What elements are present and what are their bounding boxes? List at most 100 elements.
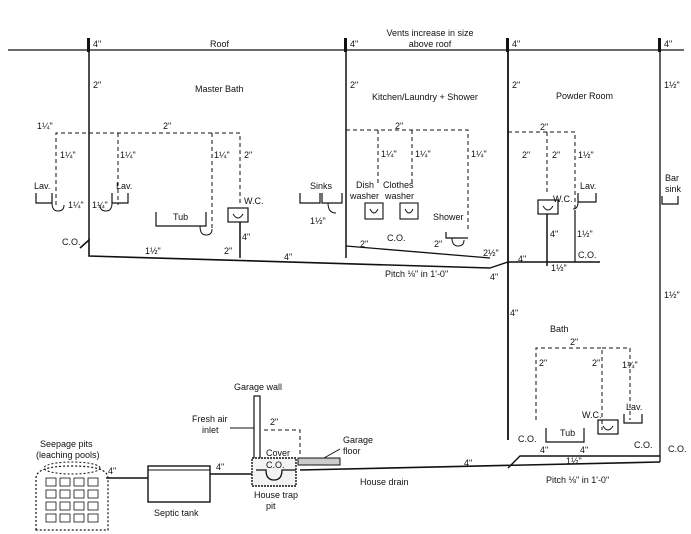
bath-wc-label: W.C. [582,410,602,420]
garage-floor-leader [323,448,341,459]
kitchen-size-c: 1¼" [415,149,431,159]
house-trap-label-2: pit [266,501,276,511]
master-size-e: 1¼" [214,150,230,160]
dishwasher-label-1: Dish [356,180,374,190]
garage-floor-slab [297,457,341,466]
bath-co-label: C.O. [518,434,537,444]
clothes-washer-box [399,202,419,220]
master-lav-2-label: Lav. [116,181,132,191]
vent-size-1: 4" [93,39,101,49]
bath-lav-basin [623,414,643,424]
master-co-label: C.O. [62,237,81,247]
house-trap-symbol [256,469,296,481]
master-size-i: 4" [242,232,250,242]
master-size-l: 4" [284,252,292,262]
bath-size-g: 1½" [566,456,582,466]
kitchen-size-a: 2" [395,121,403,131]
garage-floor-label-1: Garage [343,435,373,445]
kitchen-size-d: 1¼" [471,149,487,159]
dishwasher-box [364,202,384,220]
house-trap-label-1: House trap [254,490,298,500]
septic-tank-group: 4" Septic tank 4" [106,462,252,518]
master-size-h: 1¼" [92,200,108,210]
sink-trap [327,202,337,214]
seepage-label-2: (leaching pools) [36,450,100,460]
bar-sink-group: 1½" Bar sink 1½" [659,52,682,462]
kitchen-size-g: 2½" [483,248,499,258]
bath-vent-line [535,347,603,430]
pitch-lower-label: Pitch ⅛" in 1'-0" [546,475,609,485]
house-trap-group: Garage wall Fresh air inlet 2" Cover C.O… [192,382,373,511]
powder-size-b: 2" [522,150,530,160]
seepage-pit-top [43,461,101,475]
roof-label: Roof [210,39,230,49]
vents-note-line1: Vents increase in size [386,28,473,38]
bath-branch-drain [507,455,660,469]
master-wc-label: W.C. [244,196,264,206]
bar-sink-label-2: sink [665,184,682,194]
powder-wc-label: W.C. [553,194,573,204]
powder-lav-label: Lav. [580,181,596,191]
kitchen-laundry-group: 2" 2" 1¼" 1¼" 1¼" Sinks 1½" Dish washer … [299,52,499,259]
powder-wc-trap [542,205,554,211]
powder-size-e: 4" [550,229,558,239]
powder-lav-basin [577,193,597,203]
vents-note-line2: above roof [409,39,452,49]
master-lav-2-trap [99,202,113,212]
garage-floor-label-2: floor [343,446,361,456]
master-lav-1-basin [35,193,53,204]
bath-tub-shape [545,428,585,443]
master-stack-size: 2" [93,80,101,90]
house-drain-label: House drain [360,477,409,487]
seepage-pit-outline [35,465,109,531]
sink-2-basin [321,193,343,204]
house-trap-pit [251,457,297,487]
sink-size: 1½" [310,216,326,226]
bath-tub-label: Tub [560,428,575,438]
powder-size-c: 2" [552,150,560,160]
trap-co-label: C.O. [266,460,285,470]
vent-stack-top-3 [506,38,509,52]
master-bath-label: Master Bath [195,84,244,94]
master-lav-1-label: Lav. [34,181,50,191]
fresh-air-label-2: inlet [202,425,219,435]
sinks-label: Sinks [310,181,333,191]
kitchen-co-label: C.O. [387,233,406,243]
fresh-air-label-1: Fresh air [192,414,228,424]
house-drain-pipe [299,461,661,471]
master-tub-label: Tub [173,212,188,222]
fresh-air-size: 2" [270,417,278,427]
powder-size-d: 1½" [578,150,594,160]
master-wc-bowl [227,207,249,223]
clothes-washer-label-2: washer [384,191,414,201]
powder-size-i: 4" [490,272,498,282]
kitchen-size-f: 2" [434,239,442,249]
vent-size-3: 4" [512,39,520,49]
powder-stack-size: 2" [512,80,520,90]
powder-size-f: 1½" [577,229,593,239]
master-vent-line [55,132,241,205]
seepage-label-1: Seepage pits [40,439,93,449]
master-bath-group: 2" 1¼" 2" 1¼" 1¼" 1¼" 2" Lav. Lav. 1¼" 1… [34,52,292,262]
kitchen-vent-line [346,129,469,230]
bath-size-a: 2" [570,337,578,347]
master-size-k: 2" [224,246,232,256]
cover-label: Cover [266,448,290,458]
shower-pan [445,232,468,239]
seepage-inlet-size: 4" [108,466,116,476]
master-size-c: 1¼" [60,150,76,160]
bath-size-d: 1¼" [622,360,638,370]
vent-stack-top-1 [87,38,90,52]
master-tub-trap [199,225,213,236]
clothes-washer-trap [404,208,414,214]
bath-size-e: 4" [540,445,548,455]
master-lav-2-basin [111,193,129,204]
pitch-upper-label: Pitch ⅛" in 1'-0" [385,269,448,279]
powder-branch-drain [489,261,600,269]
powder-vent-line [508,131,576,210]
bath-group: 2" 2" 2" 1¼" Tub W.C. Lav. C.O. C.O. C.O… [507,337,687,469]
master-size-d: 1¼" [120,150,136,160]
powder-co-label: C.O. [578,250,597,260]
kitchen-stack-size: 2" [350,80,358,90]
